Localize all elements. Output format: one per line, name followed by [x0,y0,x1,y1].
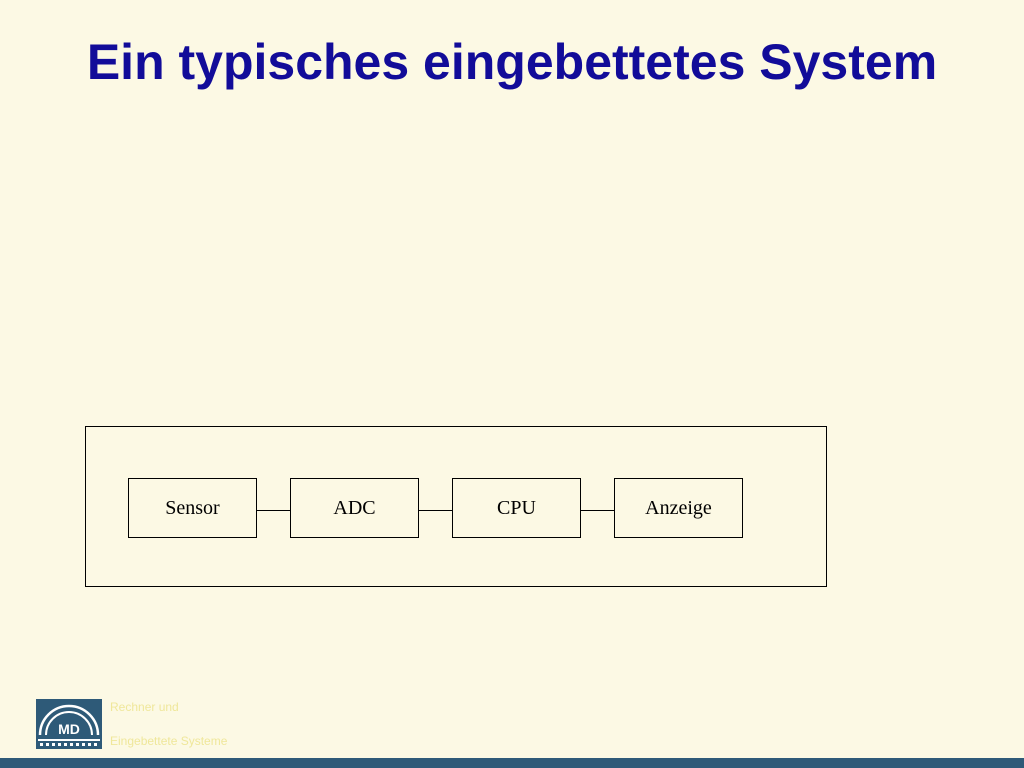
slide-title: Ein typisches eingebettetes System [86,34,938,90]
anzeige-block: Anzeige [614,478,743,538]
cpu-block: CPU [452,478,581,538]
md-logo-icon: MD [36,699,102,749]
adc-block: ADC [290,478,419,538]
footer-line-2: Eingebettete Systeme [110,734,228,748]
connector-adc-cpu [419,510,452,511]
footer-line-1: Rechner und [110,700,179,714]
footer-bar [0,758,1024,768]
sensor-block: Sensor [128,478,257,538]
connector-sensor-adc [257,510,290,511]
embedded-system-frame [85,426,827,587]
logo-text: MD [58,721,80,737]
connector-cpu-anzeige [581,510,614,511]
